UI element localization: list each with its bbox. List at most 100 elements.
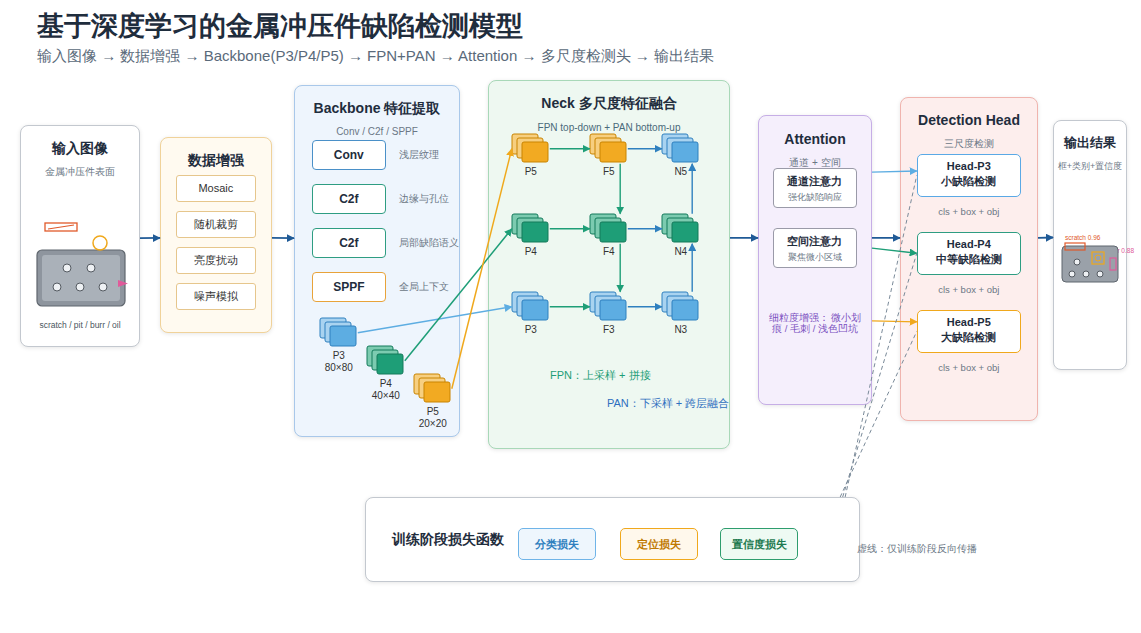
feature-map-stack: N5 — [662, 134, 700, 164]
plate-hole — [1069, 271, 1075, 277]
plate-hole — [53, 283, 61, 291]
node-title: Mosaic — [177, 182, 255, 195]
plate-hole — [1097, 271, 1103, 277]
node-text: 边缘与孔位 — [399, 193, 449, 205]
plate-surface — [42, 255, 120, 301]
module-box: C2f边缘与孔位 — [312, 184, 386, 214]
plate-hole — [87, 264, 95, 272]
flow-arrow — [872, 248, 917, 253]
feature-map-layer — [672, 222, 698, 242]
result-plate — [1062, 246, 1118, 282]
module-box: Head-P4中等缺陷检测cls + box + obj — [917, 232, 1021, 275]
node-title: 亮度扰动 — [177, 254, 255, 267]
feature-map-stack: P3 — [512, 292, 550, 322]
feature-map-layer — [330, 326, 356, 346]
input-part-illustration — [37, 223, 128, 306]
node-text: 浅层纹理 — [399, 149, 439, 161]
node-text: 聚焦微小区域 — [774, 252, 856, 263]
scratch-line — [48, 225, 74, 229]
node-text: 大缺陷检测 — [918, 331, 1020, 344]
node-title: N4 — [661, 246, 701, 258]
stage-panel: Conv 浅层纹理 C2f边缘与孔位C2f 局部缺陷语义 SPPF全局上下文 P3 80×… — [294, 85, 460, 437]
feature-map-icon — [512, 214, 550, 244]
node-title: P5 20×20 — [413, 406, 453, 430]
module-box: 置信度损失 — [720, 528, 798, 560]
flow-arrow — [628, 148, 662, 149]
node-title: Conv — [313, 148, 385, 162]
scratch-box — [1065, 243, 1085, 250]
node-text: 框+类别+置信度 — [1054, 161, 1126, 172]
node-title: N5 — [661, 166, 701, 178]
module-box: 空间注意力聚焦微小区域 — [773, 228, 857, 268]
node-text: 局部缺陷语义 — [399, 237, 459, 249]
node-title: C2f — [313, 192, 385, 206]
feature-map-stack: P4 — [512, 214, 550, 244]
node-title: P4 — [511, 246, 551, 258]
plate-hole — [1074, 259, 1080, 265]
node-text: cls + box + obj — [918, 206, 1020, 217]
burr-box — [1110, 258, 1116, 270]
feature-map-icon — [512, 134, 550, 164]
node-title: P5 — [511, 166, 551, 178]
node-title: 空间注意力 — [774, 235, 856, 248]
node-title: Head-P4 — [918, 238, 1020, 251]
plate-hole — [1083, 271, 1089, 277]
node-text: 强化缺陷响应 — [774, 192, 856, 203]
stage-panel: 输入图像金属冲压件表面scratch / pit / burr / oil — [20, 125, 140, 347]
node-title: P3 80×80 — [319, 350, 359, 374]
node-title: SPPF — [313, 280, 385, 294]
flow-arrow — [619, 164, 620, 214]
burr-mark — [118, 280, 128, 287]
feature-map-layer — [522, 222, 548, 242]
node-text: scratch / pit / burr / oil — [21, 320, 139, 330]
feature-map-stack: F5 — [590, 134, 628, 164]
feature-map-layer — [600, 142, 626, 162]
pit-box — [1092, 252, 1104, 264]
annotation-label: 虚线：仅训练阶段反向传播 — [857, 543, 977, 555]
feature-map-icon — [662, 214, 700, 244]
stage-panel: 输出结果框+类别+置信度 — [1053, 120, 1127, 370]
node-text: 金属冲压件表面 — [21, 166, 139, 178]
module-box: 亮度扰动 — [176, 247, 256, 274]
feature-map-layer — [522, 300, 548, 320]
diagram-title: 基于深度学习的金属冲压件缺陷检测模型 — [37, 10, 523, 42]
module-box: Mosaic — [176, 175, 256, 202]
flow-arrow — [452, 149, 512, 389]
feature-map-stack: P3 80×80 — [320, 318, 358, 348]
feature-map-stack: N4 — [662, 214, 700, 244]
annotation-label: FPN：上采样 + 拼接 — [550, 369, 651, 382]
node-title: Head-P3 — [918, 160, 1020, 173]
flow-arrow — [358, 307, 512, 333]
feature-map-layer — [672, 142, 698, 162]
feature-map-icon — [414, 374, 452, 404]
feature-map-stack: F3 — [590, 292, 628, 322]
flow-arrow — [405, 229, 512, 361]
feature-map-icon — [367, 346, 405, 376]
node-title: F4 — [589, 246, 629, 258]
feature-map-layer — [377, 354, 403, 374]
stage-panel: 分类损失定位损失置信度损失训练阶段损失函数 — [365, 497, 860, 582]
scratch-mark — [45, 223, 77, 231]
diagram-caption: 输入图像 → 数据增强 → Backbone(P3/P4/P5) → FPN+P… — [37, 47, 714, 65]
flow-arrow — [691, 164, 692, 214]
annotation-label: scratch 0.96 — [1065, 234, 1100, 242]
feature-map-icon — [590, 292, 628, 322]
flow-arrow — [550, 228, 590, 229]
annotation-label: PAN：下采样 + 跨层融合 — [607, 397, 729, 410]
flow-arrow — [691, 244, 692, 292]
feature-map-icon — [320, 318, 358, 348]
node-text: Conv / C2f / SPPF — [295, 126, 459, 138]
feature-map-layer — [672, 300, 698, 320]
module-box: Head-P3小缺陷检测cls + box + obj — [917, 154, 1021, 197]
node-title: 输出结果 — [1054, 135, 1126, 151]
module-box: SPPF全局上下文 — [312, 272, 386, 302]
node-title: Attention — [759, 131, 871, 148]
node-title: P4 40×40 — [366, 378, 406, 402]
node-title: 定位损失 — [621, 538, 697, 551]
node-title: 置信度损失 — [721, 538, 797, 551]
backprop-line — [843, 253, 917, 497]
flow-arrow — [628, 228, 662, 229]
node-title: 随机裁剪 — [177, 218, 255, 231]
flow-arrow — [619, 244, 620, 292]
